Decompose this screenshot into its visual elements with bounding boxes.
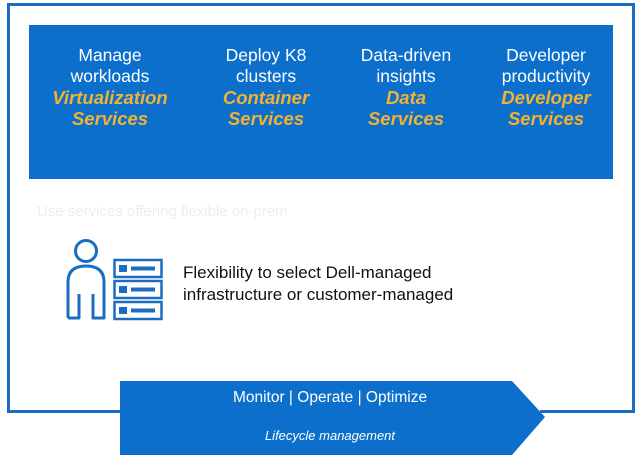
frame-bottom-right [540, 410, 635, 413]
service-accent1: Data [385, 87, 427, 108]
service-line2: insights [376, 66, 436, 86]
service-accent1: Developer [501, 87, 591, 108]
service-accent1: Virtualization [52, 87, 168, 108]
person-icon [66, 239, 106, 320]
lifecycle-arrow-shape [120, 381, 545, 455]
lifecycle-sub-label: Lifecycle management [264, 428, 396, 443]
services-band: Manage workloads Virtualization Services… [29, 25, 613, 179]
flexibility-line1: Flexibility to select Dell-managed [183, 263, 432, 282]
service-accent1: Container [222, 87, 310, 108]
service-line1: Deploy K8 [225, 45, 307, 65]
outer-frame [7, 3, 635, 413]
faded-caption: Use services offering flexible on-prem [37, 203, 288, 220]
lifecycle-main-label: Monitor | Operate | Optimize [232, 389, 428, 406]
flexibility-text: Flexibility to select Dell-managed infra… [183, 262, 453, 306]
server-rack-icon [113, 258, 163, 321]
flexibility-line2: infrastructure or customer-managed [183, 285, 454, 304]
frame-bottom-left [7, 410, 122, 413]
service-line2: workloads [70, 66, 150, 86]
service-data: Data-driven insights Data Services [341, 45, 471, 129]
service-line2: productivity [501, 66, 591, 86]
service-developer: Developer productivity Developer Service… [483, 45, 609, 129]
service-line1: Data-driven [360, 45, 452, 65]
service-accent2: Services [227, 108, 305, 129]
service-line1: Manage [78, 45, 142, 65]
service-line1: Developer [506, 45, 586, 65]
service-accent2: Services [367, 108, 445, 129]
service-line2: clusters [235, 66, 297, 86]
service-virtualization: Manage workloads Virtualization Services [35, 45, 185, 129]
service-accent2: Services [507, 108, 585, 129]
service-container: Deploy K8 clusters Container Services [201, 45, 331, 129]
service-accent2: Services [71, 108, 149, 129]
